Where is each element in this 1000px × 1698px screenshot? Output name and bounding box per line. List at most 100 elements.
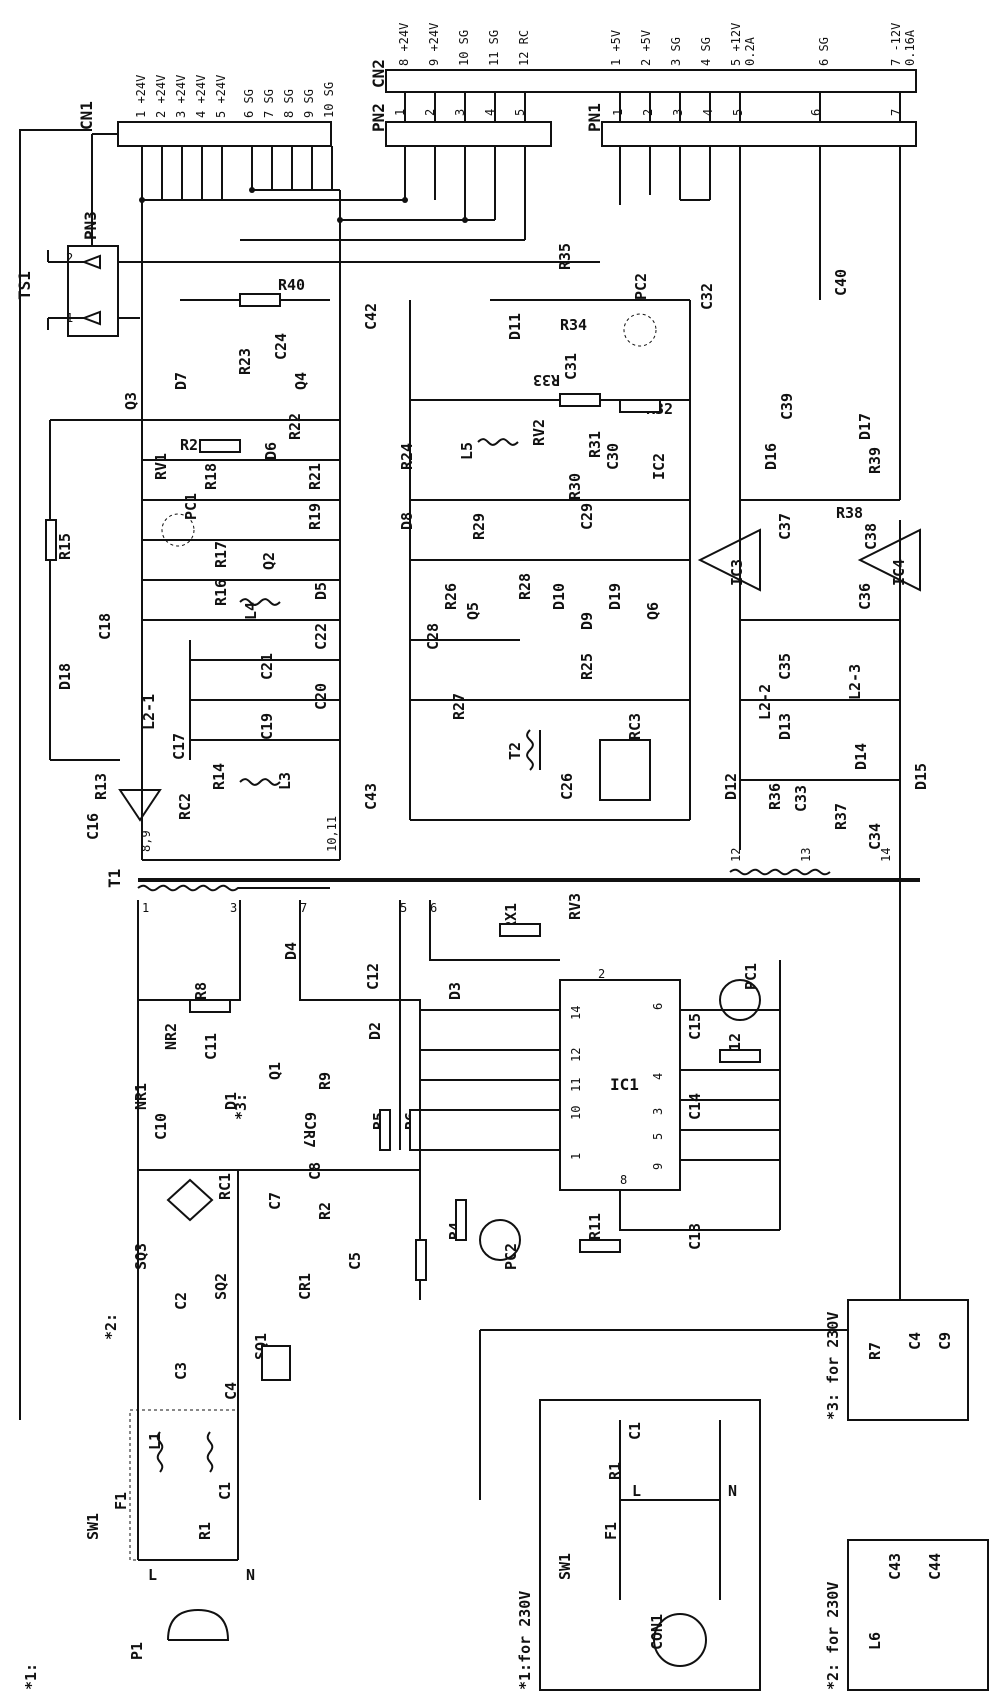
- rv1-label: RV1: [152, 453, 170, 480]
- nr1-label: NR1: [132, 1083, 150, 1110]
- cn1-connector: CN1 1 +24V 2 +24V 3 +24V 4 +24V 5 +24V 6…: [77, 75, 336, 147]
- c9-label: C9: [302, 1112, 320, 1130]
- note1-title: *1:for 230V: [516, 1591, 534, 1690]
- r14-label: R14: [210, 763, 228, 790]
- cn2-pin-label: 0.16A: [903, 29, 917, 66]
- t1-primary-pin: 7: [300, 901, 307, 915]
- ic1-pin: 4: [651, 1073, 665, 1080]
- rv3-label: RV3: [566, 893, 584, 920]
- t1-primary-pin: 5: [400, 901, 407, 915]
- cn1-pin-label: 3 +24V: [174, 75, 188, 118]
- c7-label: C7: [266, 1192, 284, 1210]
- cn1-pin-label: 2 +24V: [154, 75, 168, 118]
- note3-r7: R7: [866, 1342, 884, 1360]
- l3-label: L3: [276, 772, 294, 790]
- c37-label: C37: [776, 513, 794, 540]
- l5-coil: [477, 438, 519, 446]
- cn2-connector: CN2 8 +24V 9 +24V 10 SG 11 SG 12 RC 1 +5…: [369, 23, 917, 93]
- c30-label: C30: [604, 443, 622, 470]
- pn1-connector: PN1 1 2 3 4 5 6 7: [585, 103, 917, 147]
- f1-label: F1: [112, 1492, 130, 1510]
- sq2-label: SQ2: [212, 1273, 230, 1300]
- pn2-pin-label: 5: [513, 109, 527, 116]
- cn2-pin-label: 3 SG: [669, 37, 683, 66]
- c32-label: C32: [698, 283, 716, 310]
- q3-label: Q3: [122, 392, 140, 410]
- q2-label: Q2: [260, 552, 278, 570]
- r1-label: R1: [196, 1522, 214, 1540]
- pn2-connector: PN2 1 2 3 4 5: [369, 103, 552, 147]
- cn2-pin-label: 1 +5V: [609, 30, 623, 66]
- d13-label: D13: [776, 713, 794, 740]
- c26-label: C26: [558, 773, 576, 800]
- r19-label: R19: [306, 503, 324, 530]
- ac-l-label: L: [148, 1566, 157, 1584]
- d17-label: D17: [856, 413, 874, 440]
- mark-1: *1:: [22, 1663, 40, 1690]
- r16-label: R16: [212, 579, 230, 606]
- d3-label: D3: [446, 982, 464, 1000]
- d19-label: D19: [606, 583, 624, 610]
- secondary-rails: [141, 190, 901, 861]
- ic1-pin: 8: [620, 1173, 627, 1187]
- c8-label: C8: [306, 1162, 324, 1180]
- nr2-label: NR2: [162, 1023, 180, 1050]
- r39-label: R39: [866, 447, 884, 474]
- c3-label: C3: [172, 1362, 190, 1380]
- d18-label: D18: [56, 663, 74, 690]
- ic1-chip: IC1 2 14 12 11 10 1 6 4 3 5 9 8: [420, 960, 781, 1231]
- sq1-relay: [261, 1345, 291, 1381]
- r2-label: R2: [316, 1202, 334, 1220]
- rc1-label: RC1: [216, 1173, 234, 1200]
- cn1-pin-label: 6 SG: [242, 89, 256, 118]
- t1-secondary-pin: 14: [879, 848, 893, 862]
- r22-label: R22: [286, 413, 304, 440]
- ic1-pin: 14: [569, 1006, 583, 1020]
- cn1-pin-label: 1 +24V: [134, 75, 148, 118]
- pc1-opto-primary: [719, 979, 761, 1021]
- l4-label: L4: [242, 602, 260, 620]
- d9-label: D9: [578, 612, 596, 630]
- ac-n-label: N: [246, 1566, 255, 1584]
- t1-primary-pin: 6: [430, 901, 437, 915]
- c29-label: C29: [578, 503, 596, 530]
- q6-label: Q6: [644, 602, 662, 620]
- r21-label: R21: [306, 463, 324, 490]
- p1-plug: [167, 1608, 230, 1641]
- t1-primary-pin: 1: [142, 901, 149, 915]
- r9-label: R9: [316, 1072, 334, 1090]
- note3-c4: C4: [906, 1332, 924, 1350]
- c20-label: C20: [312, 683, 330, 710]
- pc1-secondary-label: PC1: [182, 493, 200, 520]
- r18-label: R18: [202, 463, 220, 490]
- d14-label: D14: [852, 743, 870, 770]
- pc2-secondary-label: PC2: [632, 273, 650, 300]
- cn1-pin-label: 8 SG: [282, 89, 296, 118]
- q1-label: Q1: [266, 1062, 284, 1080]
- cn1-pin-label: 9 SG: [302, 89, 316, 118]
- note-230v-2: *2: for 230V C43 C44 L6: [824, 1539, 989, 1691]
- pn1-pin-label: 2: [641, 109, 655, 116]
- pn2-pin-label: 4: [483, 109, 497, 116]
- rc3-bridge: [599, 739, 651, 801]
- r31-label: R31: [586, 431, 604, 458]
- pn1-pin-label: 4: [701, 109, 715, 116]
- sq3-label: SQ3: [132, 1243, 150, 1270]
- d16-label: D16: [762, 443, 780, 470]
- ic1-pin: 12: [569, 1048, 583, 1062]
- secondary-labels: R40 R23 R22 R20 R18 R21 R19 R17 R16 R15 …: [56, 243, 930, 850]
- r29-label: R29: [470, 513, 488, 540]
- r27-label: R27: [450, 693, 468, 720]
- l1-choke: [156, 1431, 214, 1473]
- sw1-label: SW1: [84, 1513, 102, 1540]
- pc2-opto-primary: [479, 1219, 521, 1261]
- c39-label: C39: [778, 393, 796, 420]
- ic3-opamp: [697, 528, 761, 592]
- q5-label: Q5: [464, 602, 482, 620]
- ts1-label: TS1: [15, 271, 34, 300]
- c33-label: C33: [792, 785, 810, 812]
- ic1-label: IC1: [610, 1075, 639, 1094]
- rc2-label: RC2: [176, 793, 194, 820]
- r8-label: R8: [192, 982, 210, 1000]
